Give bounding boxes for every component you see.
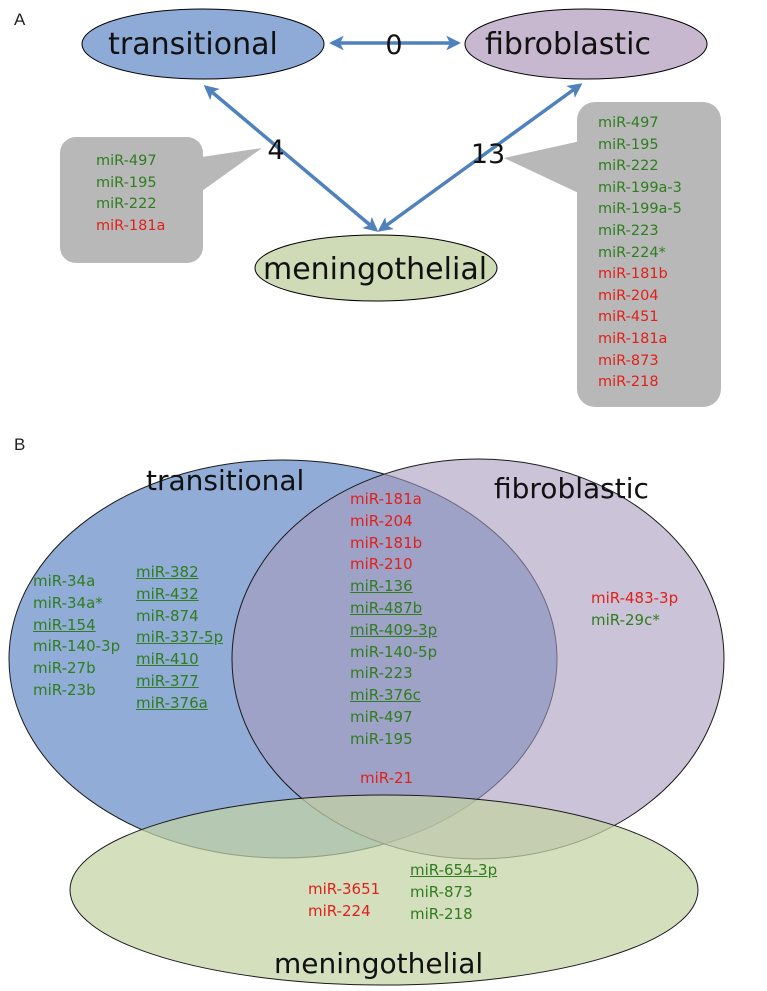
mirna-item: miR-181b [350, 533, 423, 552]
mirna-item: miR-409-3p [350, 620, 438, 639]
venn-diagram [8, 458, 725, 986]
venn-list-meningothelial-only-col1: miR-3651 miR-224 [308, 879, 380, 923]
mirna-item: miR-497 [96, 153, 157, 169]
mirna-item: miR-3651 [308, 880, 381, 898]
node-meningothelial-label: meningothelial [263, 252, 487, 287]
mirna-item: miR-204 [350, 511, 413, 530]
mirna-item: miR-181a [96, 217, 166, 234]
count-transitional-fibroblastic: 0 [385, 30, 402, 61]
node-fibroblastic-label: fibroblastic [485, 27, 651, 62]
venn-list-transitional-only-col1: miR-34a miR-34a* miR-154 miR-140-3p miR-27b m… [33, 571, 120, 702]
mirna-item: miR-199a-3 [598, 179, 682, 196]
mirna-item: miR-29c* [591, 610, 660, 629]
venn-list-meningothelial-only-col2: miR-654-3p miR-873 miR-218 [410, 860, 497, 925]
mirna-item: miR-337-5p [136, 628, 224, 647]
mirna-item: miR-21 [360, 769, 414, 787]
count-fibroblastic-meningothelial: 13 [471, 139, 505, 170]
mirna-item: miR-154 [33, 615, 96, 634]
venn-set-meningothelial [69, 794, 699, 986]
mirna-item: miR-874 [136, 606, 199, 625]
callout-list-transitional-meningothelial: miR-497 miR-195 miR-222 miR-181a [96, 151, 165, 237]
mirna-item: miR-140-5p [350, 642, 438, 661]
count-transitional-meningothelial: 4 [267, 135, 284, 166]
mirna-item: miR-210 [350, 555, 413, 574]
mirna-item: miR-432 [136, 584, 199, 603]
mirna-item: miR-483-3p [591, 589, 679, 607]
mirna-item: miR-376a [136, 693, 208, 712]
mirna-item: miR-487b [350, 598, 423, 617]
mirna-item: miR-199a-5 [598, 201, 682, 218]
node-transitional: transitional [81, 8, 325, 80]
venn-list-transitional-only-col2: miR-382 miR-432 miR-874 miR-337-5p miR-410 mi… [136, 562, 223, 715]
mirna-item: miR-218 [410, 904, 473, 923]
arrow-transitional-meningothelial [203, 85, 379, 232]
mirna-item: miR-376c [350, 686, 421, 705]
mirna-item: miR-223 [350, 664, 413, 683]
mirna-item: miR-23b [33, 680, 96, 699]
mirna-item: miR-410 [136, 650, 199, 669]
node-transitional-label: transitional [108, 27, 278, 62]
venn-label-meningothelial: meningothelial [274, 947, 484, 980]
mirna-item: miR-181a [598, 330, 668, 347]
mirna-item: miR-34a [33, 572, 96, 590]
mirna-item: miR-382 [136, 563, 199, 581]
venn-list-transitional-fibroblastic: miR-181a miR-204 miR-181b miR-210 miR-136 miR… [350, 489, 437, 751]
mirna-item: miR-223 [598, 222, 659, 239]
mirna-item: miR-497 [598, 115, 659, 131]
mirna-item: miR-140-3p [33, 637, 121, 656]
venn-list-all-three: miR-21 [360, 768, 413, 790]
panel-a-label: A [14, 10, 26, 29]
mirna-item: miR-204 [598, 287, 659, 304]
mirna-item: miR-873 [410, 882, 473, 901]
mirna-item: miR-195 [350, 729, 413, 748]
mirna-item: miR-136 [350, 577, 413, 596]
mirna-item: miR-654-3p [410, 861, 498, 879]
panel-b-label: B [14, 435, 26, 454]
arrow-fibroblastic-meningothelial [377, 83, 583, 232]
arrows [203, 35, 583, 232]
mirna-item: miR-34a* [33, 593, 103, 612]
mirna-item: miR-181a [350, 490, 422, 508]
mirna-item: miR-497 [350, 707, 413, 726]
venn-list-fibroblastic-only: miR-483-3p miR-29c* [591, 588, 678, 632]
mirna-item: miR-195 [598, 136, 659, 153]
mirna-item: miR-224* [598, 244, 666, 261]
node-fibroblastic: fibroblastic [464, 8, 708, 80]
mirna-item: miR-451 [598, 309, 659, 326]
mirna-item: miR-873 [598, 352, 659, 369]
node-meningothelial: meningothelial [254, 234, 498, 302]
mirna-item: miR-218 [598, 374, 659, 391]
mirna-item: miR-222 [96, 196, 157, 213]
venn-label-fibroblastic: fibroblastic [494, 472, 649, 505]
mirna-item: miR-27b [33, 659, 96, 678]
mirna-item: miR-181b [598, 266, 668, 283]
mirna-item: miR-195 [96, 174, 157, 191]
mirna-item: miR-224 [308, 901, 371, 920]
mirna-item: miR-377 [136, 671, 199, 690]
callout-list-fibroblastic-meningothelial: miR-497 miR-195 miR-222 miR-199a-3 miR-199a-… [598, 113, 682, 394]
mirna-item: miR-222 [598, 158, 659, 175]
venn-label-transitional: transitional [146, 464, 305, 497]
